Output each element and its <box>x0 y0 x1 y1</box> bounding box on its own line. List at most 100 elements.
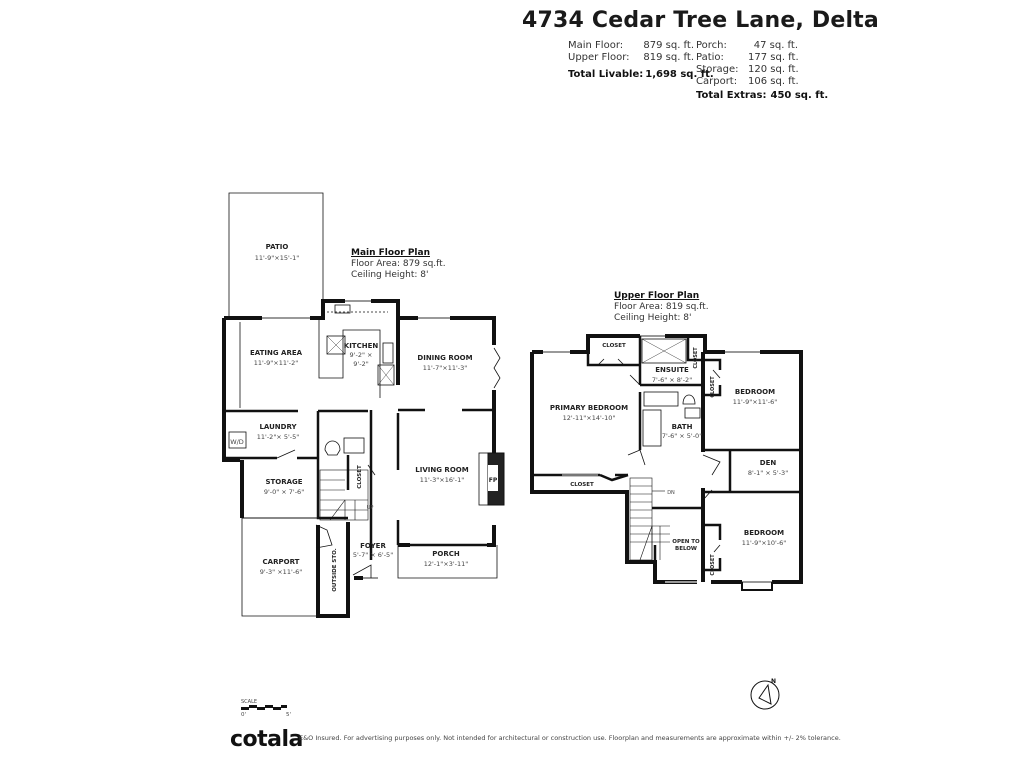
patio-value: 177 sq. ft. <box>748 52 799 63</box>
primary-bedroom-dims: 12'-11"×14'-10" <box>563 414 616 422</box>
upper-floor-area-text: Floor Area: 819 sq.ft. <box>614 302 709 312</box>
bedroom2-label: BEDROOM <box>744 529 784 537</box>
scale-bar <box>241 705 287 710</box>
upper-floor-labels: CLOSET CLOSET ENSUITE 7'-6" × 8'-2" CLOS… <box>550 343 788 576</box>
open-to-below-label-2: BELOW <box>675 546 697 552</box>
carport-label: Carport: <box>696 76 738 87</box>
range-icon <box>382 342 394 364</box>
storage-area-row: Storage: 120 sq. ft. <box>696 64 828 76</box>
ensuite-closet-label: CLOSET <box>693 347 699 369</box>
porch-area-row: Porch: 47 sq. ft. <box>696 40 828 52</box>
upper-stairs <box>629 477 670 561</box>
upper-floor-plan <box>530 334 803 591</box>
livable-area-summary: Main Floor: 879 sq. ft. Upper Floor: 819… <box>568 40 714 81</box>
dn-label: DN <box>667 490 675 496</box>
disclaimer-text: E&O Insured. For advertising purposes on… <box>299 734 841 742</box>
dining-room-label: DINING ROOM <box>417 354 472 362</box>
bath-dims: 7'-6" × 5'-0" <box>662 432 702 440</box>
scale-label: SCALE <box>241 699 258 705</box>
dining-room-dims: 11'-7"×11'-3" <box>423 364 468 372</box>
scale-end: 5' <box>285 712 291 718</box>
outside-storage-label: OUTSIDE STO. <box>332 548 338 592</box>
fridge-icon <box>377 364 395 386</box>
patio-area-row: Patio: 177 sq. ft. <box>696 52 828 64</box>
upper-floor-area-row: Upper Floor: 819 sq. ft. <box>568 52 714 64</box>
patio-outline <box>228 192 324 318</box>
living-room-label: LIVING ROOM <box>415 466 468 474</box>
patio-label: PATIO <box>266 243 289 251</box>
patio-dims: 11'-9"×15'-1" <box>255 254 300 262</box>
bedroom1-dims: 11'-9"×11'-6" <box>733 398 778 406</box>
cooktop-icon <box>326 335 346 355</box>
total-extras-value: 450 sq. ft. <box>770 90 829 101</box>
storage-value: 120 sq. ft. <box>748 64 799 75</box>
carport-label: CARPORT <box>263 558 300 566</box>
washer-dryer-icon <box>228 431 247 449</box>
shower-icon <box>641 338 687 364</box>
upper-floor-plan-heading: Upper Floor Plan <box>614 291 700 301</box>
bedroom2-closet-label: CLOSET <box>710 554 716 576</box>
extras-area-summary: Porch: 47 sq. ft. Patio: 177 sq. ft. Sto… <box>696 40 828 102</box>
kitchen-label: KITCHEN <box>344 342 379 350</box>
ensuite-toilet-icon <box>682 394 696 405</box>
laundry-dims: 11'-2"× 5'-5" <box>257 433 299 441</box>
sink-icon <box>343 437 365 454</box>
wd-label: W/D <box>230 438 244 446</box>
carport-outline <box>241 518 317 617</box>
storage-label: Storage: <box>696 64 739 75</box>
upper-windows <box>543 335 772 583</box>
storage-label: STORAGE <box>265 478 302 486</box>
eating-area-dims: 11'-9"×11'-2" <box>254 359 299 367</box>
main-floor-plan-info: Main Floor Plan Floor Area: 879 sq.ft. C… <box>351 248 446 281</box>
total-livable-label: Total Livable: <box>568 69 644 80</box>
up-label: UP <box>367 505 374 511</box>
main-closet-label: CLOSET <box>357 465 363 489</box>
primary-closet-label: CLOSET <box>570 482 594 488</box>
scale-start: 0' <box>241 712 247 718</box>
ensuite-vanity-icon <box>643 391 679 407</box>
den-label: DEN <box>760 459 777 467</box>
porch-label: PORCH <box>432 550 460 558</box>
toilet-icon <box>324 440 341 456</box>
ensuite-label: ENSUITE <box>655 366 689 374</box>
main-stairs <box>319 469 369 521</box>
bath-sink-icon <box>684 407 701 419</box>
fp-label: FP <box>489 477 498 484</box>
carport-area-row: Carport: 106 sq. ft. <box>696 76 828 88</box>
total-extras-row: Total Extras: 450 sq. ft. <box>696 90 828 102</box>
primary-bedroom-label: PRIMARY BEDROOM <box>550 404 628 412</box>
main-floor-area-text: Floor Area: 879 sq.ft. <box>351 259 446 269</box>
eating-area-label: EATING AREA <box>250 349 303 357</box>
kitchen-counters <box>318 304 395 398</box>
porch-label: Porch: <box>696 40 727 51</box>
kitchen-dims-1: 9'-2" × <box>350 351 373 359</box>
main-interior-walls <box>224 408 494 560</box>
kitchen-dims-2: 9'-2" <box>353 360 368 368</box>
total-extras-label: Total Extras: <box>696 90 767 101</box>
foyer-dims: 5'-7" × 6'-5" <box>353 551 393 559</box>
main-floor-value: 879 sq. ft. <box>643 40 694 51</box>
laundry-label: LAUNDRY <box>259 423 297 431</box>
foyer-label: FOYER <box>360 542 386 550</box>
main-floor-plan-heading: Main Floor Plan <box>351 248 430 258</box>
main-floor-area-row: Main Floor: 879 sq. ft. <box>568 40 714 52</box>
living-room-dims: 11'-3"×16'-1" <box>420 476 465 484</box>
upper-floor-plan-info: Upper Floor Plan Floor Area: 819 sq.ft. … <box>614 291 709 324</box>
upper-floor-ceiling-text: Ceiling Height: 8' <box>614 313 692 323</box>
dining-french-doors <box>493 347 501 389</box>
north-label: N <box>771 678 776 685</box>
property-address-title: 4734 Cedar Tree Lane, Delta <box>522 8 879 33</box>
cotala-logo: cotala <box>230 727 303 752</box>
carport-value: 106 sq. ft. <box>748 76 799 87</box>
bedroom1-label: BEDROOM <box>735 388 775 396</box>
main-exterior-walls <box>222 299 496 618</box>
bathtub-icon <box>642 409 662 447</box>
ensuite-dims: 7'-6" × 8'-2" <box>652 376 692 384</box>
porch-outline <box>397 545 498 579</box>
main-floor-label: Main Floor: <box>568 40 624 51</box>
upper-exterior-walls <box>530 334 803 584</box>
upper-closet-top-label: CLOSET <box>602 343 626 349</box>
main-floor-labels: PATIO 11'-9"×15'-1" EATING AREA 11'-9"×1… <box>230 243 498 592</box>
patio-label: Patio: <box>696 52 724 63</box>
